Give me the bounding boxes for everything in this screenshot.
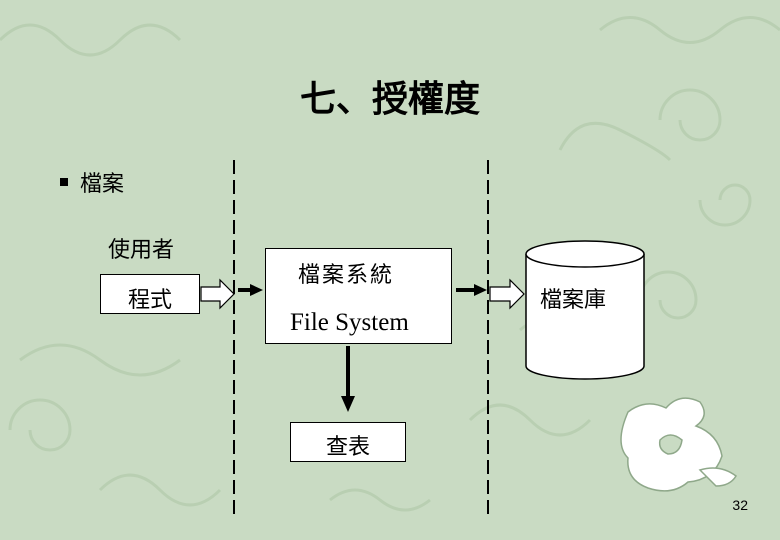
lookup-table-label: 查表: [325, 435, 370, 460]
bullet-text: 檔案: [80, 172, 125, 197]
lookup-table-box: 查表: [290, 422, 406, 462]
file-system-box: 檔案系統 File System: [265, 248, 452, 344]
dragon-emblem: [620, 397, 737, 492]
program-box: 程式: [100, 274, 200, 314]
bullet-item: 檔案: [60, 166, 124, 198]
page-number: 32: [732, 497, 748, 513]
square-bullet-icon: [60, 178, 68, 186]
database-label: 檔案庫: [540, 288, 607, 313]
user-label: 使用者: [108, 238, 175, 263]
file-system-chinese-label: 檔案系統: [298, 263, 395, 288]
slide-title: 七、授權度: [299, 78, 480, 120]
program-label: 程式: [127, 288, 172, 313]
file-system-english-label: File System: [290, 309, 409, 336]
